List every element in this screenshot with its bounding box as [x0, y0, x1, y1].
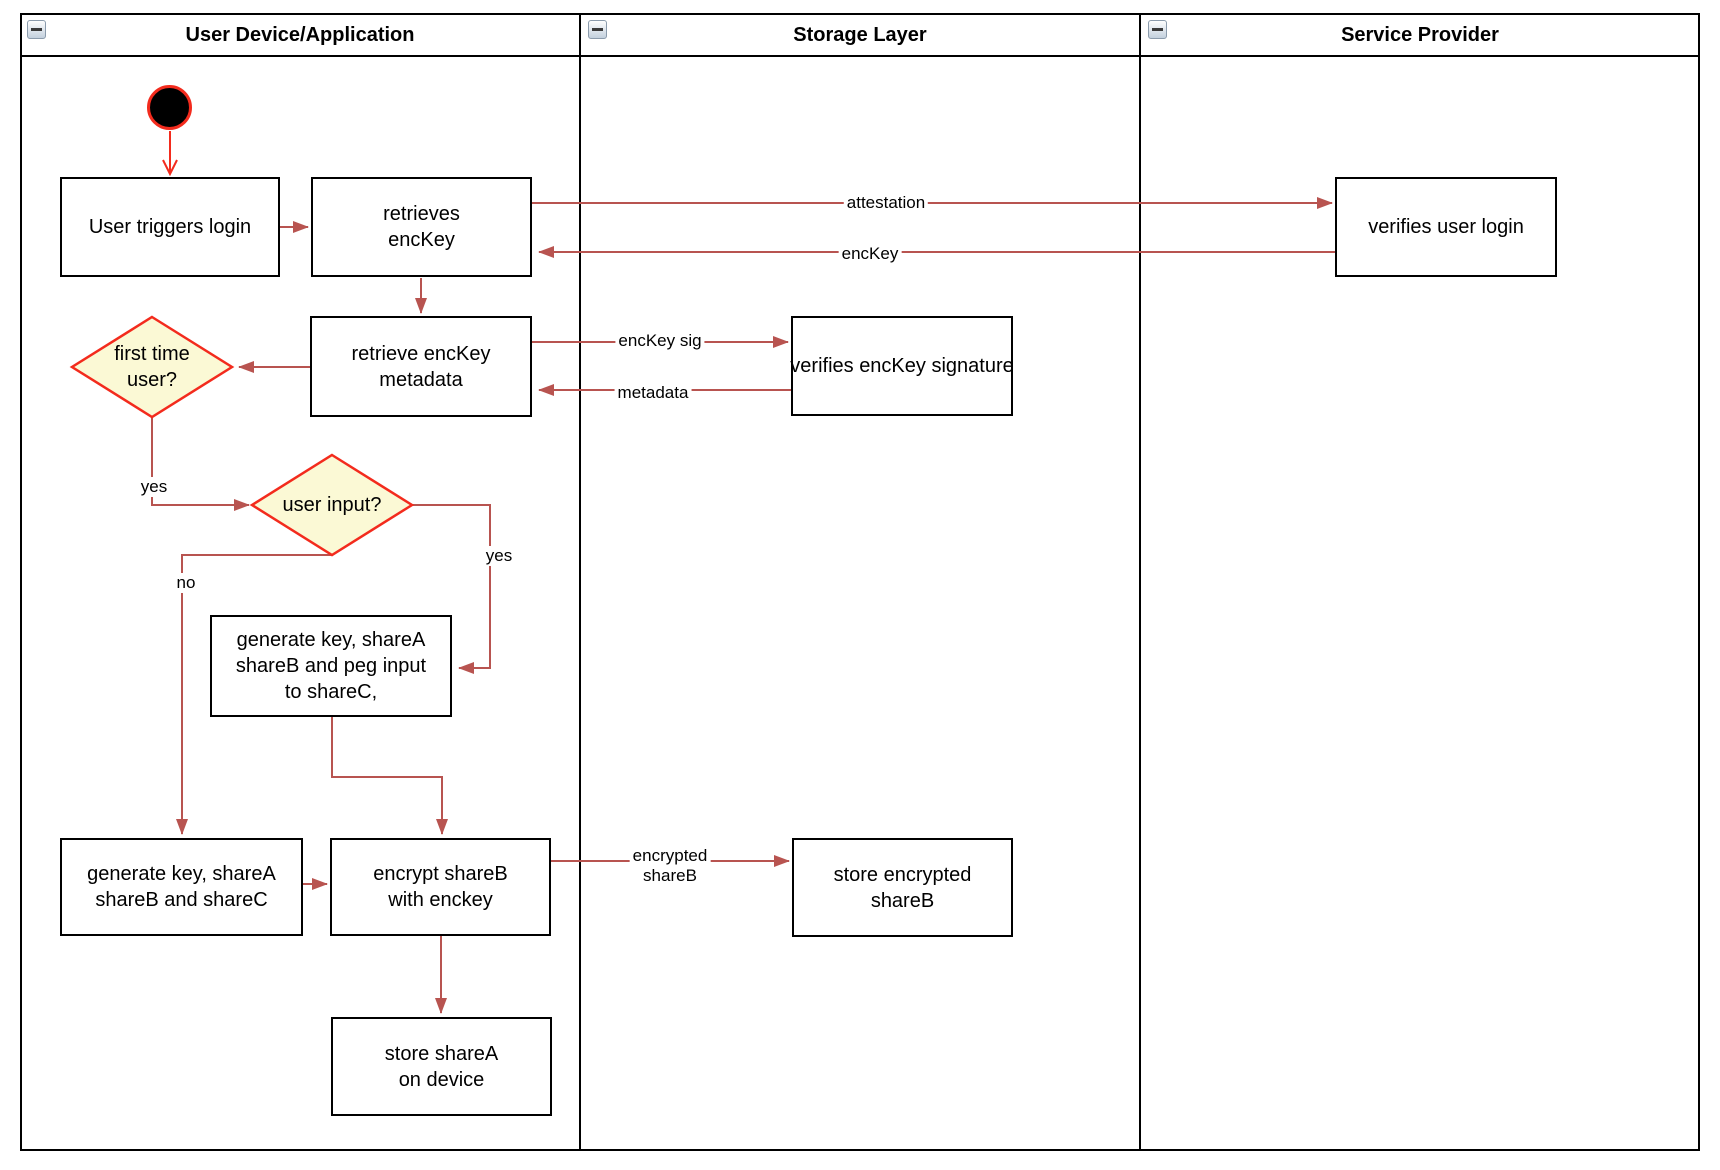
node-text: user?: [126, 369, 178, 391]
activity-verifies-enckey-signature[interactable]: verifies encKey signature: [790, 316, 1014, 416]
node-text: verifies encKey signature: [790, 355, 1014, 377]
edge-label-encrypted-shareb: encrypted shareB: [629, 846, 711, 886]
activity-retrieve-enckey-metadata[interactable]: retrieve encKey metadata: [310, 316, 532, 417]
node-text: metadata: [379, 368, 463, 391]
edge-user-input-yes[interactable]: [412, 504, 491, 674]
lane-header-user-device[interactable]: User Device/Application: [20, 13, 580, 57]
node-text: shareB and shareC: [95, 889, 268, 911]
activity-user-triggers-login[interactable]: User triggers login: [60, 177, 280, 277]
minus-icon: [1152, 28, 1163, 31]
minus-icon: [31, 28, 42, 31]
node-text: retrieve encKey: [351, 342, 491, 365]
collapse-button-service-provider[interactable]: [1148, 20, 1167, 39]
activity-retrieves-enckey[interactable]: retrieves encKey: [311, 177, 532, 277]
node-text: generate key, shareA: [87, 863, 276, 885]
edge-label-text: shareB: [643, 866, 697, 885]
node-text: encKey: [388, 229, 455, 251]
node-text: User triggers login: [88, 216, 252, 238]
node-text: to shareC,: [284, 681, 378, 703]
decision-first-time-user-label: first time user?: [114, 341, 190, 393]
node-text: store encrypted: [833, 863, 972, 886]
edge-label-yes-first-time: yes: [137, 477, 171, 497]
lane-divider-2: [1139, 13, 1141, 1151]
edge-label-enckey: encKey: [838, 244, 902, 264]
lane-title-text: Service Provider: [1341, 23, 1499, 46]
node-text: retrieves: [383, 203, 460, 225]
edge-label-text: encrypted: [632, 846, 708, 865]
edge-peg-to-encrypt[interactable]: [331, 717, 448, 835]
lane-header-service-provider[interactable]: Service Provider: [1140, 13, 1700, 57]
activity-verifies-user-login[interactable]: verifies user login: [1335, 177, 1557, 277]
lane-header-storage[interactable]: Storage Layer: [580, 13, 1140, 57]
lane-title-text: User Device/Application: [185, 23, 415, 46]
node-text: first time: [114, 343, 190, 365]
collapse-button-user-device[interactable]: [27, 20, 46, 39]
node-text: verifies user login: [1368, 216, 1524, 238]
minus-icon: [592, 28, 603, 31]
activity-encrypt-shareb[interactable]: encrypt shareB with enckey: [330, 838, 551, 936]
node-text: store shareA: [384, 1042, 499, 1065]
node-text: shareB and peg input: [235, 655, 427, 677]
collapse-button-storage[interactable]: [588, 20, 607, 39]
decision-user-input[interactable]: [249, 453, 415, 557]
decision-user-input-label: user input?: [283, 492, 382, 518]
lane-divider-1: [579, 13, 581, 1151]
node-text: shareB: [870, 889, 935, 912]
decision-first-time-user[interactable]: [69, 315, 235, 419]
activity-generate-key-shares[interactable]: generate key, shareA shareB and shareC: [60, 838, 303, 936]
node-text: generate key, shareA: [236, 629, 426, 651]
lane-title-text: Storage Layer: [793, 23, 927, 46]
activity-generate-key-peg-input[interactable]: generate key, shareA shareB and peg inpu…: [210, 615, 452, 717]
node-text: user input?: [282, 494, 382, 516]
edge-user-input-no[interactable]: [176, 554, 332, 835]
activity-store-sharea[interactable]: store shareA on device: [331, 1017, 552, 1116]
node-text: encrypt shareB: [373, 863, 508, 885]
edge-label-no-user-input: no: [173, 573, 199, 593]
edge-label-metadata: metadata: [614, 383, 692, 403]
activity-store-encrypted-shareb[interactable]: store encrypted shareB: [792, 838, 1013, 937]
lane-header-divider: [20, 55, 1700, 57]
edge-first-time-yes[interactable]: [151, 417, 250, 511]
edge-label-attestation: attestation: [843, 193, 929, 213]
node-text: on device: [398, 1068, 485, 1091]
edge-label-enckey-sig: encKey sig: [615, 331, 705, 351]
edge-label-yes-user-input: yes: [482, 546, 516, 566]
start-node[interactable]: [147, 85, 192, 130]
node-text: with enckey: [388, 889, 493, 911]
